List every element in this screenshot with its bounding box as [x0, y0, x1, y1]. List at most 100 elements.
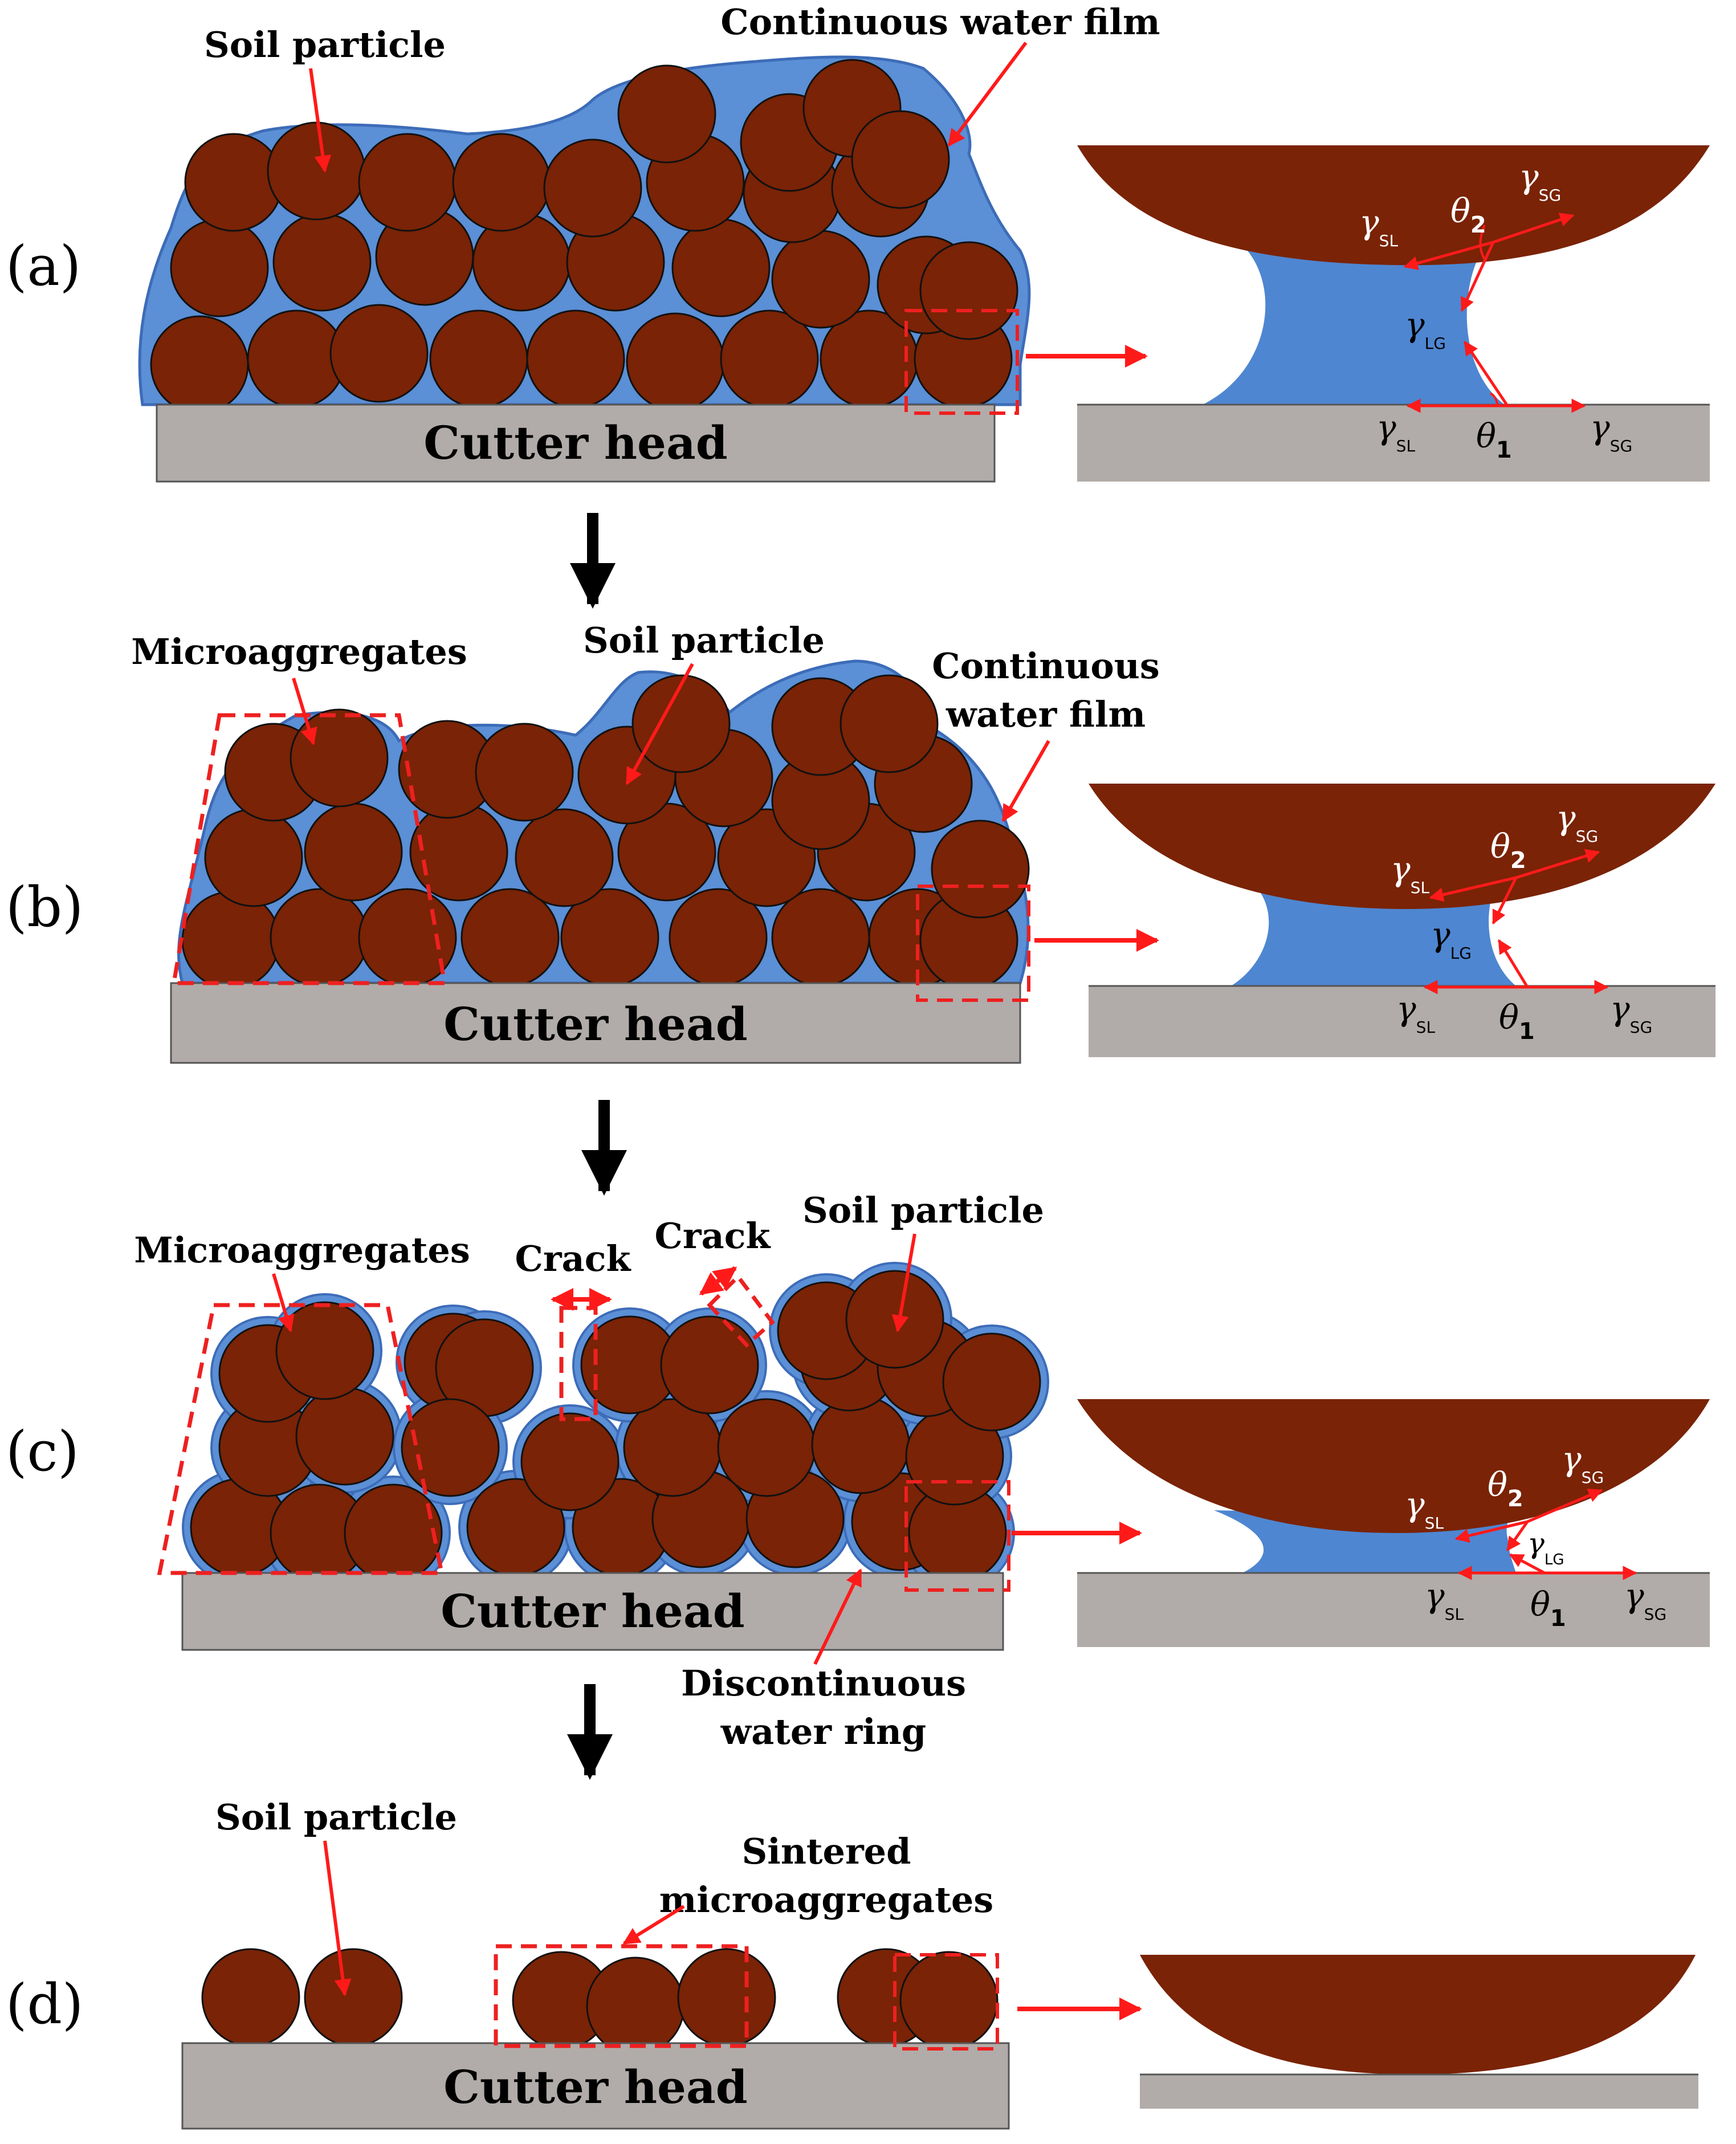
inset-a: γSG θ2 γSL γLG γSL θ1 γSG: [1077, 145, 1710, 482]
soil-particle-pointer-c: [891, 1233, 916, 1332]
microaggregates-pointer-b: [292, 678, 317, 745]
vec-b-lg-bot: [1497, 939, 1529, 988]
soil-particle: [272, 213, 372, 312]
soil-particle: [942, 1332, 1041, 1432]
soil-particle: [520, 1412, 620, 1511]
theta-1-c: θ1: [1530, 1585, 1566, 1632]
microaggregate-box-c: [157, 1303, 445, 1575]
zoom-box-a: [904, 309, 1019, 415]
gamma-sg-top-a: γSG: [1519, 157, 1561, 205]
vec-c-lg-bot: [1509, 1553, 1546, 1575]
theta-1-b: θ1: [1499, 998, 1535, 1045]
inset-a-particle: [1077, 145, 1710, 266]
inset-c-particle: [1077, 1399, 1710, 1533]
cutter-head-plate-d: [181, 2042, 1010, 2130]
panel-d-id: (d): [6, 1972, 83, 2036]
sintered-label-1: Sintered: [742, 1831, 911, 1872]
gamma-lg-a: γLG: [1405, 305, 1446, 353]
soil-particle: [671, 218, 771, 317]
vec-c-lg-top: [1506, 1521, 1529, 1552]
cutter-head-plate-a: [156, 403, 996, 483]
panel-c-id: (c): [6, 1420, 79, 1483]
sintered-label-2: microaggregates: [659, 1879, 993, 1921]
soil-particle: [452, 133, 551, 232]
crack-label-2: Crack: [655, 1215, 772, 1257]
vec-a-sg-top: [1493, 213, 1575, 244]
water-film-pointer-a: [947, 42, 1028, 147]
soil-particle: [290, 708, 389, 808]
theta-2-b: θ2: [1490, 827, 1526, 874]
gamma-sg-bot-b: γSG: [1610, 989, 1652, 1037]
soil-particle: [267, 121, 366, 221]
inset-b-particle: [1089, 784, 1715, 909]
theta-2-a: θ2: [1450, 191, 1486, 238]
crack-box-1: [559, 1306, 598, 1421]
angle-arc-a1: [1489, 392, 1499, 406]
panel-b: (b) Cutter head Microaggregates Soil par…: [6, 619, 1160, 1064]
soil-particle-label-a: Soil particle: [204, 24, 446, 66]
soil-particle: [845, 1270, 944, 1369]
soil-particle-pointer-d: [323, 1840, 352, 1996]
soil-particle: [919, 241, 1018, 340]
vec-b-lg-top: [1492, 877, 1518, 925]
cutter-head-label-a: Cutter head: [423, 416, 727, 470]
soil-particle: [275, 1301, 374, 1400]
soil-particle: [771, 230, 870, 329]
soil-particle: [358, 133, 457, 232]
crack-label-1: Crack: [515, 1238, 632, 1279]
water-ring-pointer-c: [813, 1568, 862, 1665]
vec-a-sl-top: [1403, 241, 1494, 271]
gamma-sl-bot-a: γSL: [1376, 408, 1415, 455]
crack-arrow-2: [699, 1266, 737, 1296]
soil-particle: [543, 138, 642, 238]
soil-particle: [344, 1483, 443, 1583]
cutter-head-label-b: Cutter head: [443, 997, 747, 1051]
panel-c: (c) Cutter head Microaggregates Crack Cr…: [6, 1189, 1142, 1752]
soil-particles-c: [182, 1262, 1049, 1591]
microaggregates-label-b: Microaggregates: [131, 631, 467, 672]
soil-particles-d: [201, 1948, 999, 2056]
soil-particle: [150, 315, 249, 414]
soil-particle: [515, 808, 614, 907]
gamma-lg-b: γLG: [1431, 915, 1472, 963]
soil-particle: [626, 312, 725, 411]
soil-particle: [840, 674, 939, 773]
inset-d-plate: [1140, 2074, 1698, 2109]
soil-particle: [771, 888, 870, 987]
microaggregates-label-c: Microaggregates: [134, 1229, 470, 1271]
theta-1-a: θ1: [1476, 417, 1512, 463]
soil-particle: [401, 1398, 500, 1497]
panel-a: (a) Cutter head Soil particle Continuous…: [6, 1, 1160, 483]
soil-particle: [660, 1315, 759, 1415]
soil-particle: [631, 674, 731, 773]
soil-particle: [475, 723, 574, 822]
inset-d: [1140, 1955, 1698, 2109]
soil-particles-b: [181, 674, 1030, 990]
soil-particle: [295, 1387, 394, 1486]
soil-particle: [526, 309, 625, 409]
gamma-lg-c: γLG: [1527, 1527, 1564, 1568]
soil-particle-label-d: Soil particle: [215, 1796, 457, 1838]
gamma-sg-top-c: γSG: [1562, 1440, 1604, 1487]
gamma-sl-top-c: γSL: [1405, 1485, 1444, 1532]
inset-b-plate: [1089, 986, 1715, 1057]
cutter-head-plate-c: [181, 1572, 1004, 1651]
water-film-label-b2: water film: [946, 694, 1146, 735]
panel-a-id: (a): [6, 234, 81, 298]
soil-particle: [586, 1956, 685, 2056]
vec-a-lg-bot: [1463, 340, 1509, 407]
inset-d-particle: [1140, 1955, 1696, 2074]
soil-particle: [899, 1951, 999, 2050]
cutter-head-label-c: Cutter head: [441, 1584, 744, 1638]
vec-c-sl-top: [1454, 1520, 1528, 1543]
soil-particle-pointer-b: [625, 663, 694, 785]
soil-particle: [717, 1398, 816, 1497]
soil-particle: [409, 802, 508, 902]
soil-particle: [931, 820, 1030, 919]
soil-particle: [204, 808, 303, 907]
water-ring-label-1: Discontinuous: [681, 1662, 966, 1704]
panel-d: (d) Cutter head Soil particle Sintered m…: [6, 1796, 1142, 2130]
vec-c-sg-top: [1527, 1489, 1603, 1523]
gamma-sg-bot-a: γSG: [1590, 408, 1632, 455]
microaggregate-box-b: [171, 713, 447, 985]
